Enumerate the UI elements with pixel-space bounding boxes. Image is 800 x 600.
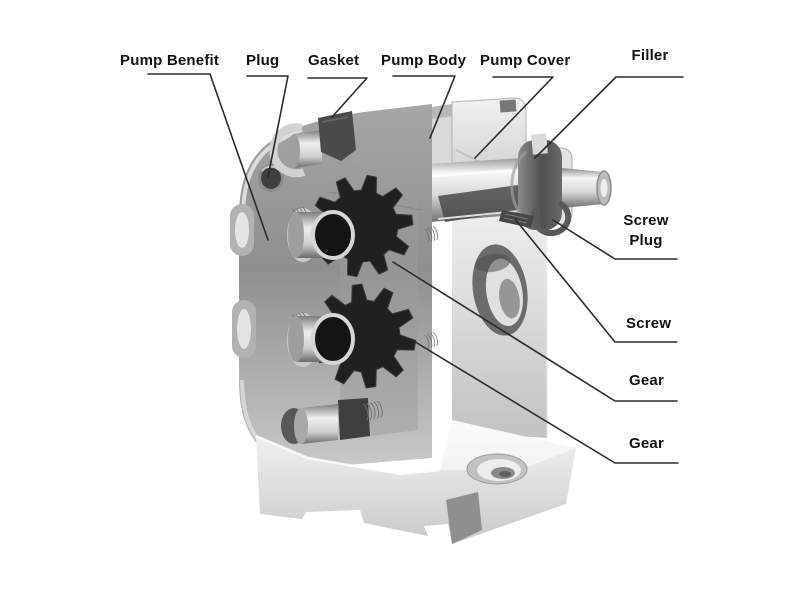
leader-screw <box>514 218 678 343</box>
label-pump-cover: Pump Cover <box>480 52 571 69</box>
leader-lines <box>147 73 684 464</box>
leader-pump-benefit <box>147 73 269 241</box>
label-plug: Plug <box>246 52 280 69</box>
label-gasket: Gasket <box>308 52 360 69</box>
gear-upper-sleeve <box>288 210 355 260</box>
pump-body-part <box>452 198 550 438</box>
leader-filler <box>534 76 684 159</box>
gears-group <box>287 174 438 389</box>
label-pump-body: Pump Body <box>381 52 467 69</box>
leader-gasket <box>307 77 368 118</box>
label-screw: Screw <box>626 315 672 332</box>
label-gear-lower: Gear <box>629 435 664 452</box>
label-screw-plug-line2: Plug <box>629 232 663 249</box>
front-plate-part <box>230 104 432 468</box>
base-foot <box>255 420 576 544</box>
gear-lower-sleeve <box>288 313 355 365</box>
drive-shaft <box>429 133 612 237</box>
leader-gear-upper <box>392 261 678 402</box>
label-pump-benefit: Pump Benefit <box>120 52 220 69</box>
gasket-part <box>318 111 356 161</box>
label-gear-upper: Gear <box>629 372 664 389</box>
label-filler: Filler <box>631 47 669 64</box>
leader-screw-plug <box>552 219 678 260</box>
leader-pump-body <box>392 75 456 139</box>
filler-collar <box>510 133 562 230</box>
leader-gear-lower <box>411 339 679 464</box>
label-screw-plug-line1: Screw <box>623 212 669 229</box>
screw-plug-part <box>531 201 572 237</box>
base-hole <box>466 453 528 485</box>
bore-hole <box>472 244 528 336</box>
leader-pump-cover <box>474 76 554 159</box>
label-screw-plug: Screw Plug <box>612 211 680 251</box>
leader-plug <box>246 75 289 178</box>
